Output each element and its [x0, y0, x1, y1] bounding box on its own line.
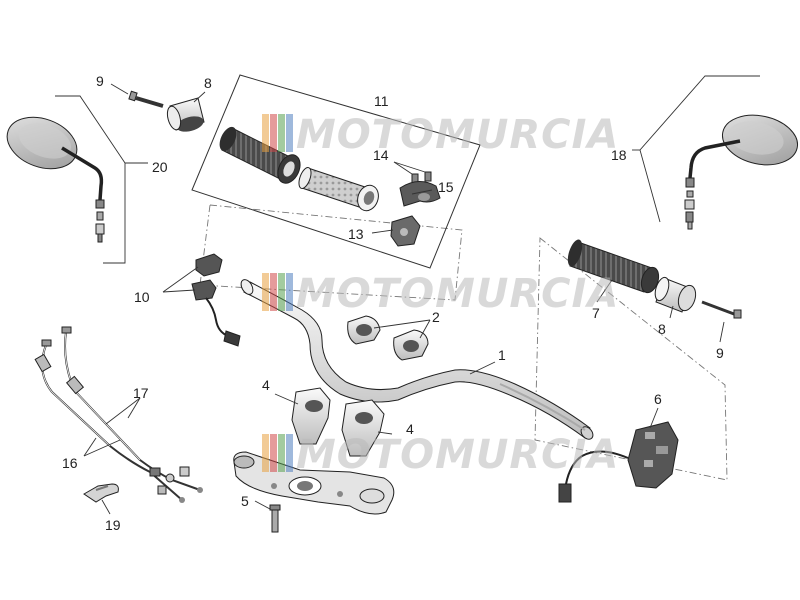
riser-bolt[interactable]: [269, 504, 281, 533]
left-grip-group-frame: [534, 237, 728, 481]
callout-9-right: 9: [716, 345, 724, 361]
watermark-bottom: MOTOMURCIA: [262, 432, 619, 478]
throttle-housing-upper[interactable]: [399, 181, 441, 207]
throttle-grip-rubber[interactable]: [216, 124, 304, 187]
watermark-text-top: MOTOMURCIA: [296, 112, 619, 158]
riser-lower-right[interactable]: [341, 399, 385, 457]
callout-13: 13: [348, 226, 364, 242]
throttle-sleeve[interactable]: [297, 166, 382, 214]
throttle-cable-opening[interactable]: [61, 326, 203, 493]
bar-end-weight-right[interactable]: [653, 276, 699, 313]
callout-5: 5: [241, 493, 249, 509]
callout-4-left: 4: [262, 377, 270, 393]
throttle-housing-lower[interactable]: [390, 215, 421, 247]
cable-clip[interactable]: [83, 483, 119, 503]
callout-4-right: 4: [406, 421, 414, 437]
clutch-side-grip[interactable]: [565, 238, 662, 295]
callout-17: 17: [133, 385, 149, 401]
callout-1: 1: [498, 347, 506, 363]
bar-end-weight-top[interactable]: [165, 97, 205, 134]
grip-kit-frame: [191, 74, 481, 269]
handlebar-clamp-cap-right[interactable]: [393, 329, 429, 361]
kill-switch-assembly[interactable]: [191, 253, 241, 347]
watermark-text-middle: MOTOMURCIA: [296, 271, 619, 317]
left-switch-cluster[interactable]: [558, 421, 679, 503]
cable-ends: [157, 466, 190, 495]
left-mirror[interactable]: [0, 108, 105, 243]
callout-7: 7: [592, 305, 600, 321]
callout-11: 11: [374, 93, 389, 109]
callout-19: 19: [105, 517, 121, 533]
throttle-cable-closing[interactable]: [34, 339, 185, 503]
callout-15: 15: [438, 179, 454, 195]
callout-9-top: 9: [96, 73, 104, 89]
bar-end-bolt-right[interactable]: [701, 300, 742, 319]
callout-20: 20: [152, 159, 168, 175]
watermark-top: MOTOMURCIA: [262, 112, 619, 158]
callout-10: 10: [134, 289, 150, 305]
callout-8-top: 8: [204, 75, 212, 91]
callout-14: 14: [373, 147, 389, 163]
riser-lower-left[interactable]: [291, 387, 331, 445]
callout-6: 6: [654, 391, 662, 407]
callout-16: 16: [62, 455, 78, 471]
bar-end-bolt-top[interactable]: [128, 90, 164, 108]
watermark-middle: MOTOMURCIA: [262, 271, 619, 317]
watermark-text-bottom: MOTOMURCIA: [296, 432, 619, 478]
callout-2: 2: [432, 309, 440, 325]
right-mirror[interactable]: [684, 109, 800, 230]
callout-labels: 1 2 4 4 5 6 7 8 8 9 9 10 11 13 14 15 16 …: [62, 73, 724, 533]
handlebar-clamp-cap-left[interactable]: [347, 315, 381, 345]
callout-18: 18: [611, 147, 627, 163]
callout-8-right: 8: [658, 321, 666, 337]
